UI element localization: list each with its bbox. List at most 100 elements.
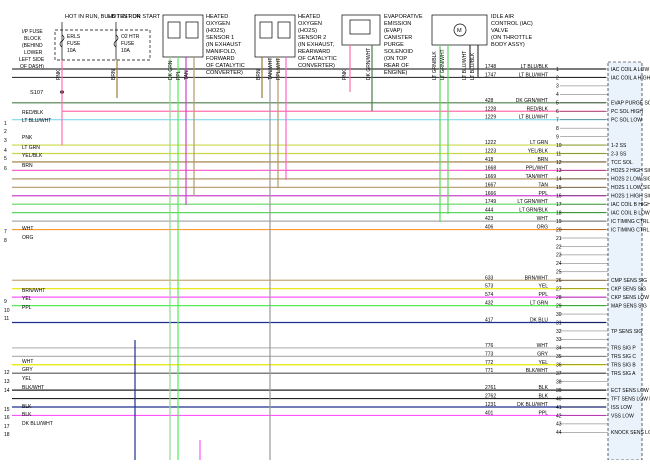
fuse2-symbol (113, 22, 119, 60)
pin-number: 2 (556, 75, 559, 81)
pcm-function-label: HO2S 1 HIGH SIG (611, 194, 650, 200)
pcm-function-label: CKP SENS SIG (611, 287, 646, 293)
wire-color-label: ORG (537, 225, 549, 231)
left-row-label: WHT (22, 226, 33, 232)
circuit-number: 1669 (485, 174, 496, 180)
ho2s2-line-0: HEATED (298, 14, 320, 20)
left-row: WHT (22, 359, 33, 365)
top-wire-label: LT BLU/WHT (462, 51, 468, 80)
ho2s2-text: HEATED OXYGEN (HO2S) SENSOR 2 (IN EXHAUS… (298, 14, 337, 69)
pcm-row: 10 1222 LT GRN 1-2 SS (485, 140, 627, 149)
left-row: 18 (4, 432, 10, 438)
iac-line-0: IDLE AIR (491, 14, 514, 20)
pin-number: 8 (556, 126, 559, 132)
circuit-number: 417 (485, 318, 494, 324)
pin-number: 27 (556, 287, 562, 293)
pin-number: 12 (556, 160, 562, 166)
pcm-row: 24 (556, 261, 608, 267)
top-wire-label: LT GRN/BLK (432, 51, 438, 80)
circuit-number: 1667 (485, 182, 496, 188)
ho2s2-sensor: HEATED OXYGEN (HO2S) SENSOR 2 (IN EXHAUS… (254, 14, 337, 69)
pin-number: 5 (556, 101, 559, 107)
pin-number: 11 (556, 151, 561, 157)
wire-color-label: LT GRN/WHT (517, 199, 548, 205)
ho2s2-line-7: CONVERTER) (298, 63, 335, 69)
pcm-function-label: EVAP PURGE SOL (611, 101, 650, 107)
pcm-row: 9 (556, 134, 608, 140)
left-row-number: 11 (4, 316, 9, 322)
ho2s1-sensor-icon (185, 21, 199, 39)
wire-color-label: PPL/WHT (526, 165, 548, 171)
circuit-number: 776 (485, 343, 494, 349)
fuse-block: HOT IN RUN, BULB TEST OR START HOT IN RU… (19, 14, 161, 70)
pin-number: 43 (556, 422, 562, 428)
left-row-number: 1 (4, 121, 7, 127)
pcm-function-label: IC TIMING CTRL (611, 219, 649, 225)
left-row-number: 2 (4, 129, 7, 135)
fuse2-text-2: 10A (121, 48, 131, 54)
left-row-number: 13 (4, 379, 10, 385)
left-row-label: BRN (22, 163, 33, 169)
wire-color-label: LT GRN (530, 140, 548, 146)
fuse-block-text-0: I/P FUSE (22, 29, 43, 35)
pcm-function-label: TRS SIG B (611, 363, 636, 369)
pcm-row: 23 (556, 253, 608, 259)
left-row-label: BLK (22, 404, 32, 410)
pcm-row: 43 (556, 422, 608, 428)
fuse1-symbol (59, 22, 65, 60)
left-row: BRN/WHT (22, 288, 45, 294)
ho2s1-line-7: OF CATALYTIC (206, 63, 245, 69)
circuit-number: 1749 (485, 199, 496, 205)
left-row-label: YEL (22, 296, 32, 302)
pcm-function-label: 1-2 SS (611, 143, 627, 149)
fuse-block-text-2: (BEHIND (22, 43, 43, 49)
evap-box (341, 14, 381, 46)
wire-color-label: TAN (538, 182, 548, 188)
pin-number: 37 (556, 371, 562, 377)
left-row-label: ORG (22, 235, 34, 241)
pin-number: 32 (556, 329, 562, 335)
circuit-number: 423 (485, 216, 494, 222)
pin-number: 10 (556, 143, 562, 149)
ho2s1-line-0: HEATED (206, 14, 228, 20)
circuit-number: 1222 (485, 140, 496, 146)
pin-number: 16 (556, 194, 562, 200)
ho2s2-line-6: OF CATALYTIC (298, 56, 337, 62)
left-row-label: PPL (22, 305, 32, 311)
evap-line-7: REAR OF (384, 63, 409, 69)
top-wire-label: LT GRN/WHT (440, 49, 446, 80)
wire-color-label: PPL (539, 410, 549, 416)
pcm-function-label: HO2S 2 HIGH SIG (611, 168, 650, 174)
wire-color-label: WHT (537, 343, 548, 349)
left-row-label: BRN/WHT (22, 288, 45, 294)
top-wire-label: DK GRN (168, 60, 174, 80)
top-wire-label: DK GRN/WHT (366, 48, 372, 80)
pin-number: 4 (556, 92, 559, 98)
circuit-number: 1666 (485, 191, 496, 197)
left-row-label: LT BLU/WHT (22, 118, 51, 124)
wire-color-label: LT GRN/BLK (519, 208, 548, 214)
ho2s1-line-6: FORWARD (206, 56, 235, 62)
fuse-block-outline (54, 29, 151, 61)
left-row-label: BLK (22, 412, 32, 418)
wire-color-label: LT BLU/BLK (521, 64, 549, 70)
evap-solenoid: EVAPORATIVE EMISSION (EVAP) CANISTER PUR… (341, 14, 423, 76)
iac-motor-icon (453, 23, 467, 37)
pin-number: 6 (556, 109, 559, 115)
left-row-number: 14 (4, 388, 10, 394)
wire-color-label: PPL (539, 292, 549, 298)
top-wire-label: PPL/WHT (276, 58, 282, 80)
